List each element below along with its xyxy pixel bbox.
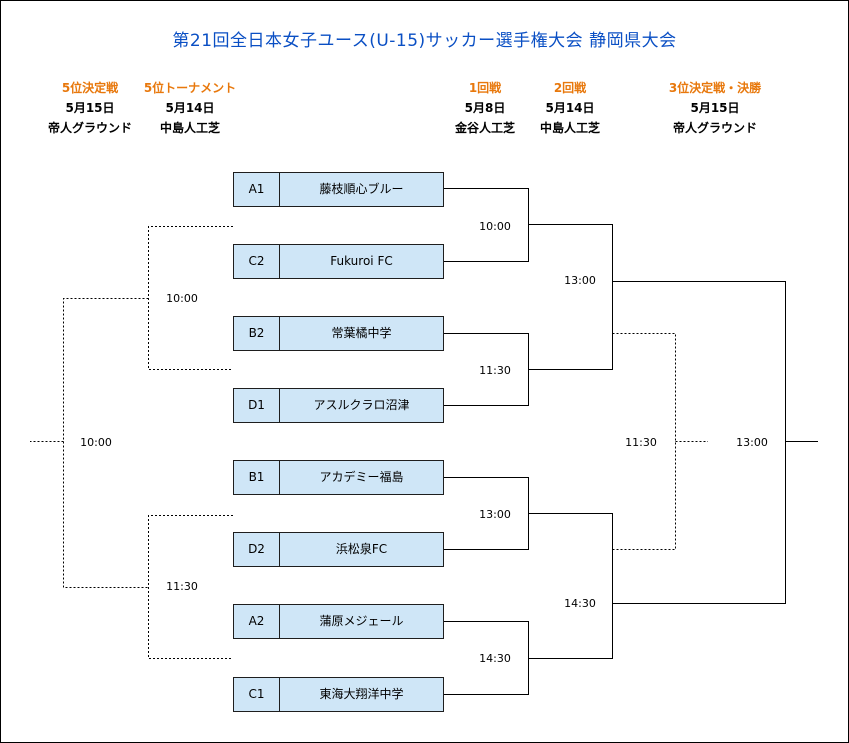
header-date: 5月14日 — [165, 101, 215, 115]
team-entry: B1 アカデミー福島 — [233, 460, 444, 495]
header-label: 1回戦 — [468, 81, 502, 95]
team-name: 常葉橘中学 — [331, 326, 392, 340]
team-seed: D1 — [234, 389, 280, 422]
team-entry: A2 蒲原メジェール — [233, 604, 444, 639]
main-bracket-lines — [443, 188, 818, 695]
header-venue: 中島人工芝 — [539, 121, 600, 135]
header-date: 5月15日 — [65, 101, 115, 115]
match-time-r1-2: 11:30 — [479, 364, 511, 377]
team-name: 浜松泉FC — [335, 542, 388, 556]
match-time-fifth-semi-1: 10:00 — [166, 292, 198, 305]
header-round-1: 1回戦 5月8日 金谷人工芝 — [420, 78, 550, 138]
match-time-r1-4: 14:30 — [479, 652, 511, 665]
team-name: アカデミー福島 — [319, 470, 404, 484]
header-label: 5位決定戦 — [61, 81, 119, 95]
team-entry: D1 アスルクラロ沼津 — [233, 388, 444, 423]
team-name: アスルクラロ沼津 — [313, 398, 410, 412]
team-entry: A1 藤枝順心ブルー — [233, 172, 444, 207]
match-time-third-place: 11:30 — [625, 436, 657, 449]
team-seed: B2 — [234, 317, 280, 350]
team-entry: C2 Fukuroi FC — [233, 244, 444, 279]
team-entry: C1 東海大翔洋中学 — [233, 677, 444, 712]
header-venue: 帝人グラウンド — [47, 121, 132, 135]
team-name: 藤枝順心ブルー — [319, 182, 404, 196]
match-time-fifth-final: 10:00 — [80, 436, 112, 449]
header-date: 5月14日 — [545, 101, 595, 115]
team-seed: C2 — [234, 245, 280, 278]
header-5th-place-tournament: 5位トーナメント 5月14日 中島人工芝 — [125, 78, 255, 138]
header-5th-place-match: 5位決定戦 5月15日 帝人グラウンド — [25, 78, 155, 138]
team-seed: C1 — [234, 678, 280, 711]
header-label: 5位トーナメント — [143, 81, 237, 95]
header-venue: 帝人グラウンド — [672, 121, 757, 135]
team-seed: A2 — [234, 605, 280, 638]
header-3rd-place-and-final: 3位決定戦・決勝 5月15日 帝人グラウンド — [650, 78, 780, 138]
header-venue: 中島人工芝 — [159, 121, 220, 135]
team-seed: B1 — [234, 461, 280, 494]
match-time-r1-3: 13:00 — [479, 508, 511, 521]
team-name: Fukuroi FC — [330, 254, 393, 268]
header-round-2: 2回戦 5月14日 中島人工芝 — [505, 78, 635, 138]
consolation-bracket-lines — [30, 226, 708, 659]
team-entry: B2 常葉橘中学 — [233, 316, 444, 351]
team-name: 東海大翔洋中学 — [319, 687, 404, 701]
match-time-final: 13:00 — [736, 436, 768, 449]
header-label: 3位決定戦・決勝 — [668, 81, 762, 95]
match-time-r2-1: 13:00 — [564, 274, 596, 287]
team-entry: D2 浜松泉FC — [233, 532, 444, 567]
match-time-r2-2: 14:30 — [564, 597, 596, 610]
header-venue: 金谷人工芝 — [454, 121, 515, 135]
match-time-fifth-semi-2: 11:30 — [166, 580, 198, 593]
header-label: 2回戦 — [553, 81, 587, 95]
match-time-r1-1: 10:00 — [479, 220, 511, 233]
header-date: 5月8日 — [464, 101, 506, 115]
header-date: 5月15日 — [690, 101, 740, 115]
team-seed: A1 — [234, 173, 280, 206]
team-name: 蒲原メジェール — [319, 614, 404, 628]
team-seed: D2 — [234, 533, 280, 566]
page-title: 第21回全日本女子ユース(U-15)サッカー選手権大会 静岡県大会 — [172, 31, 677, 51]
